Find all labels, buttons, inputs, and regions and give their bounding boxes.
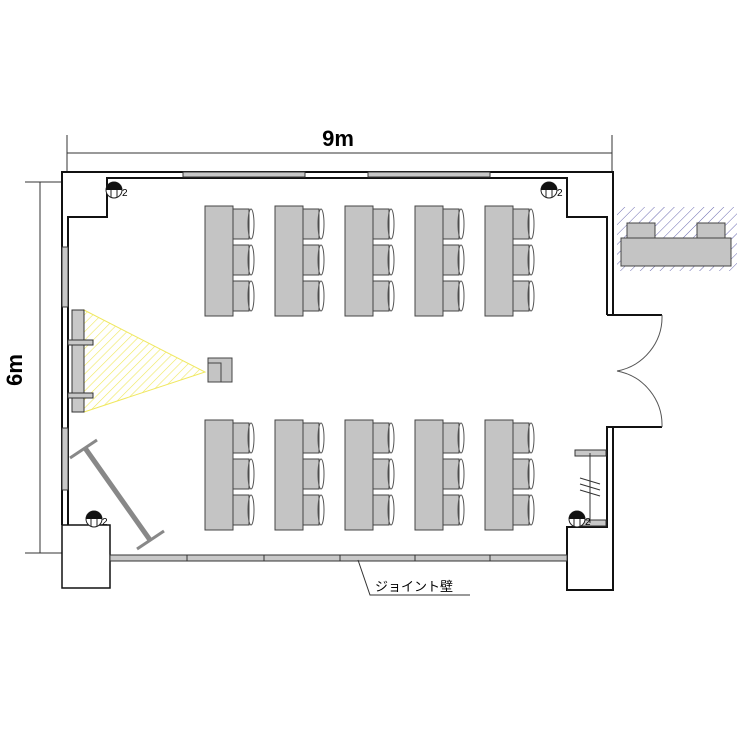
chair [442, 280, 460, 312]
window [367, 171, 491, 178]
table [204, 205, 234, 317]
whiteboard-stand [69, 438, 165, 551]
table-set [414, 205, 465, 317]
table [484, 205, 514, 317]
projector [207, 357, 233, 383]
window [182, 171, 306, 178]
walls [61, 171, 662, 591]
lights: 2 2 2 2 [85, 181, 591, 528]
chair [232, 244, 250, 276]
chair [512, 494, 530, 526]
light-number: 2 [102, 517, 108, 528]
table-set [484, 419, 535, 531]
ceiling-light-icon: 2 [105, 181, 128, 199]
chair [442, 458, 460, 490]
chair [372, 422, 390, 454]
ceiling-light-icon: 2 [540, 181, 563, 199]
chair [372, 208, 390, 240]
chair [442, 422, 460, 454]
pillar-bottom-left [61, 524, 111, 589]
chair [512, 280, 530, 312]
chair [512, 422, 530, 454]
table-set [274, 205, 325, 317]
width-label: 9m [322, 126, 354, 151]
ceiling-light-icon: 2 [568, 510, 591, 528]
table-set [344, 205, 395, 317]
light-number: 2 [585, 517, 591, 528]
chair [442, 244, 460, 276]
table [414, 205, 444, 317]
window [61, 427, 69, 491]
tables [204, 205, 535, 531]
chair [512, 208, 530, 240]
chair [302, 494, 320, 526]
table-set [204, 205, 255, 317]
joint-wall: ジョイント壁 [109, 554, 568, 596]
double-door[interactable] [616, 314, 663, 428]
table [414, 419, 444, 531]
table-set [274, 419, 325, 531]
ceiling-light-icon: 2 [85, 510, 108, 528]
chair [302, 458, 320, 490]
table [344, 419, 374, 531]
width-dimension: 9m [66, 126, 613, 172]
table [344, 205, 374, 317]
joint-wall-label: ジョイント壁 [375, 579, 453, 594]
chair [302, 422, 320, 454]
height-label: 6m [2, 354, 27, 386]
table-set [204, 419, 255, 531]
chair [372, 280, 390, 312]
chair [232, 458, 250, 490]
table [274, 205, 304, 317]
table-set [484, 205, 535, 317]
table [204, 419, 234, 531]
outdoor-unit-area [617, 207, 737, 271]
chair [302, 208, 320, 240]
chair [512, 244, 530, 276]
chair [232, 208, 250, 240]
chair [232, 422, 250, 454]
chair [512, 458, 530, 490]
chair [442, 494, 460, 526]
coat-rack [574, 449, 607, 527]
table-set [344, 419, 395, 531]
light-number: 2 [122, 188, 128, 199]
table-set [414, 419, 465, 531]
chair [302, 244, 320, 276]
chair [302, 280, 320, 312]
window [61, 246, 69, 308]
light-number: 2 [557, 188, 563, 199]
chair [442, 208, 460, 240]
table [274, 419, 304, 531]
projection-screen [67, 309, 207, 413]
chair [232, 494, 250, 526]
table [484, 419, 514, 531]
chair [372, 494, 390, 526]
chair [372, 244, 390, 276]
chair [232, 280, 250, 312]
height-dimension: 6m [2, 181, 62, 554]
chair [372, 458, 390, 490]
